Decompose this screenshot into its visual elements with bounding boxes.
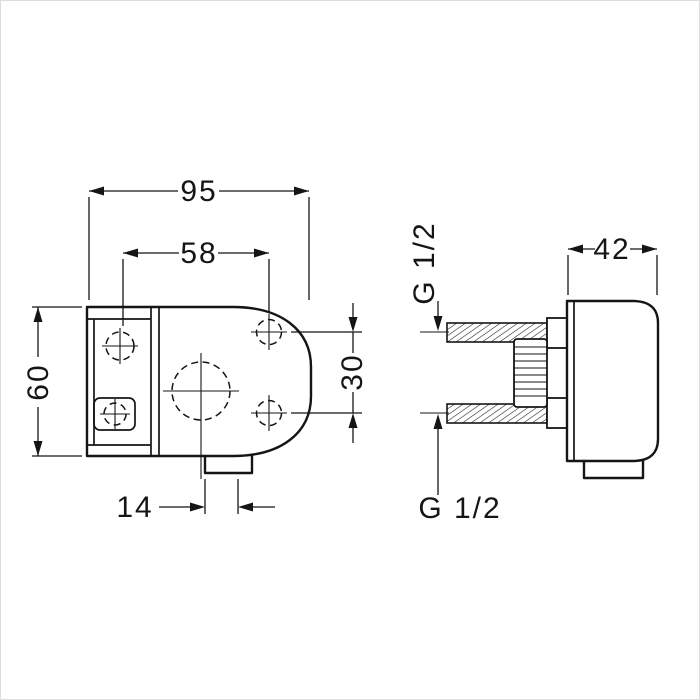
arrow-left-icon <box>123 248 138 258</box>
dim-width-label: 95 <box>180 175 217 208</box>
side-body-outline <box>565 299 660 463</box>
dimension-depth: 42 <box>567 233 658 295</box>
arrow-right-icon <box>642 244 657 254</box>
dimension-width: 95 <box>88 175 310 300</box>
dimension-hole-spacing: 58 <box>122 237 270 326</box>
arrow-down-icon <box>348 317 358 332</box>
thread-top-label: G 1/2 <box>408 221 441 304</box>
arrow-up-icon <box>433 414 443 429</box>
holder-ribs <box>513 338 548 408</box>
dim-depth-label: 42 <box>593 233 630 266</box>
arrow-right-icon <box>254 248 269 258</box>
collar-bottom <box>546 397 569 429</box>
arrow-up-icon <box>348 413 358 428</box>
dimension-height: 60 <box>22 306 82 457</box>
front-view <box>85 305 313 479</box>
dim-outlet-offset-label: 14 <box>116 491 153 524</box>
side-outlet-stub <box>582 459 645 480</box>
arrow-down-icon <box>33 441 43 456</box>
dimension-hole-offset: 30 <box>291 303 369 443</box>
hook-detail <box>93 397 136 431</box>
arrow-right-icon <box>294 186 309 196</box>
arrow-left-icon <box>89 186 104 196</box>
outlet-stub <box>203 454 254 475</box>
front-body-outline <box>85 305 313 458</box>
arrow-left-icon <box>238 502 253 512</box>
arrow-down-icon <box>433 316 443 331</box>
dim-height-label: 60 <box>22 363 55 400</box>
collar-top <box>546 317 569 349</box>
thread-bottom-callout: G 1/2 <box>418 414 501 525</box>
side-view <box>420 299 660 480</box>
thread-bottom-label: G 1/2 <box>418 492 501 525</box>
arrow-up-icon <box>33 307 43 322</box>
dim-hole-offset-label: 30 <box>336 353 369 390</box>
dim-hole-spacing-label: 58 <box>180 237 217 270</box>
arrow-left-icon <box>568 244 583 254</box>
arrow-right-icon <box>190 502 205 512</box>
dimension-outlet-offset: 14 <box>116 479 275 524</box>
thread-top-callout: G 1/2 <box>408 221 443 331</box>
